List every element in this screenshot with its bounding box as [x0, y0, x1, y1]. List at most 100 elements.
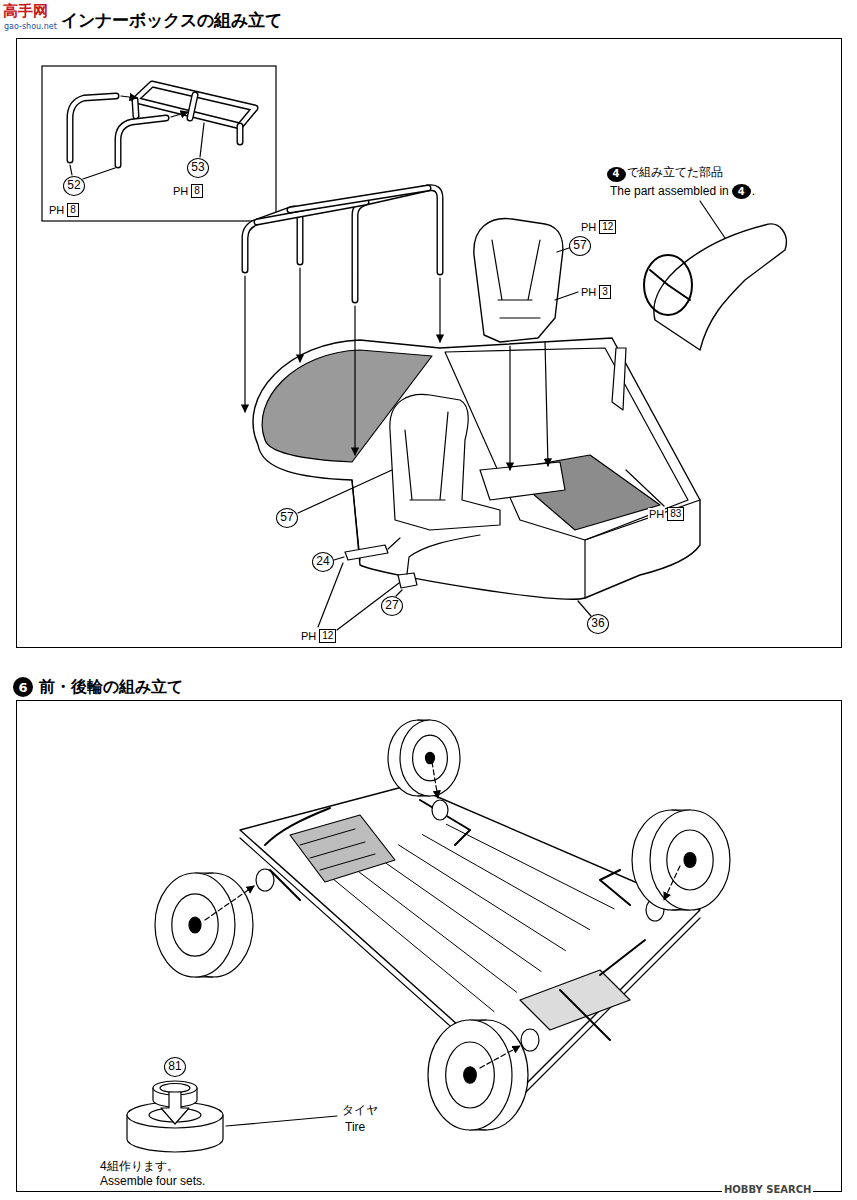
place-arrow	[509, 346, 510, 470]
tube-outline	[290, 188, 428, 210]
tube-fill	[290, 188, 428, 210]
note-text: The part assembled in	[610, 185, 729, 199]
step-number: 4	[732, 184, 751, 199]
pipe	[265, 808, 330, 900]
tire-face	[400, 720, 460, 796]
rim-hole	[160, 1084, 190, 1093]
leader-line	[700, 201, 725, 238]
seat-belt	[492, 240, 540, 318]
chassis-rib	[351, 865, 517, 992]
leader-line	[578, 601, 591, 616]
leader-line	[200, 123, 204, 157]
paint-number: 3	[599, 285, 611, 299]
seat	[474, 219, 563, 342]
chassis-rib	[328, 875, 494, 1012]
part-number: 53	[187, 158, 209, 178]
illustration-art	[42, 66, 786, 1152]
note-text: 4組作ります。	[100, 1160, 179, 1174]
wheel-rim	[667, 830, 713, 890]
paint-code: PH	[172, 185, 189, 198]
watermark: gao-shou.net	[4, 22, 57, 31]
watermark: 高手网	[3, 3, 48, 20]
note-text: タイヤ	[342, 1104, 378, 1118]
tube-fill	[70, 96, 116, 160]
part-number: 81	[164, 1057, 186, 1077]
paint-code: PH	[300, 630, 317, 643]
bulkhead-plate	[612, 348, 626, 410]
insert-arrow	[171, 112, 188, 117]
tube-fill	[118, 118, 166, 165]
assembly-panel: 前・後輪の組み立て	[16, 700, 842, 1192]
leader-line	[70, 165, 72, 175]
place-arrow	[545, 342, 548, 466]
engine	[290, 815, 395, 882]
note-text: で組み立てた部品	[627, 166, 723, 180]
place-arrow	[354, 306, 355, 455]
paint-code: PH	[48, 204, 65, 217]
dashboard	[654, 224, 786, 350]
assembly-panel: インナーボックスの組み立て	[16, 38, 842, 648]
fit-arrow	[205, 886, 254, 920]
wheel-hub	[426, 752, 435, 763]
paint-number: 12	[599, 220, 616, 234]
leader-line	[626, 470, 664, 506]
tire-face	[650, 810, 730, 910]
rear-suspension	[520, 970, 630, 1030]
step-number: 4	[607, 167, 626, 182]
part-27	[398, 573, 417, 588]
paint-code: PH	[580, 221, 597, 234]
hub	[521, 1029, 539, 1051]
part-cable	[407, 535, 480, 574]
part-number: 24	[312, 552, 334, 572]
chassis-rib	[399, 845, 566, 951]
chassis-rib	[375, 855, 542, 971]
paint-number: 8	[191, 184, 203, 198]
suspension-arm	[420, 800, 630, 905]
paint-code: PH	[648, 508, 665, 521]
paint-number: 8	[67, 203, 79, 217]
part-number: 57	[276, 508, 298, 528]
step-number: 6	[18, 680, 27, 695]
fit-arrow	[664, 866, 680, 900]
chassis-rib	[422, 835, 589, 930]
wheel-hub	[464, 1067, 477, 1084]
leader-line	[298, 470, 392, 513]
wheel-rim	[413, 735, 448, 781]
chassis-rib	[446, 824, 614, 909]
note-text: .	[752, 185, 755, 199]
tire-face	[428, 1020, 512, 1130]
engine-detail	[300, 829, 375, 870]
note-text: Assemble four sets.	[100, 1175, 205, 1189]
wheel-rim	[172, 894, 218, 956]
part-number: 27	[381, 596, 403, 616]
fit-arrow	[432, 762, 438, 798]
fit-arrow	[480, 1046, 520, 1068]
tube-outline	[135, 100, 136, 116]
steering-wheel	[644, 255, 692, 315]
inset-frame	[42, 66, 276, 221]
paint-code: PH	[580, 286, 597, 299]
paint-number: 83	[667, 507, 684, 521]
wheel-rim	[446, 1042, 495, 1108]
leader-line	[396, 590, 402, 596]
part-number: 57	[569, 236, 591, 256]
suspension-arm	[560, 940, 645, 1040]
leader-line	[555, 292, 578, 300]
place-arrow	[439, 278, 440, 342]
seat	[390, 394, 500, 530]
part-number: 52	[63, 176, 85, 196]
note-text: Tire	[345, 1121, 365, 1135]
place-arrow	[244, 276, 245, 412]
leader-line	[83, 168, 115, 179]
tube-outline	[237, 126, 244, 142]
leader-line	[557, 248, 569, 252]
leader-line	[334, 557, 344, 560]
inner-box	[253, 338, 700, 599]
tube-fill	[238, 126, 242, 142]
hub	[256, 869, 274, 891]
paint-number: 12	[319, 629, 336, 643]
tire-face	[155, 873, 235, 977]
insert-arrow	[121, 96, 137, 98]
console	[480, 462, 565, 500]
